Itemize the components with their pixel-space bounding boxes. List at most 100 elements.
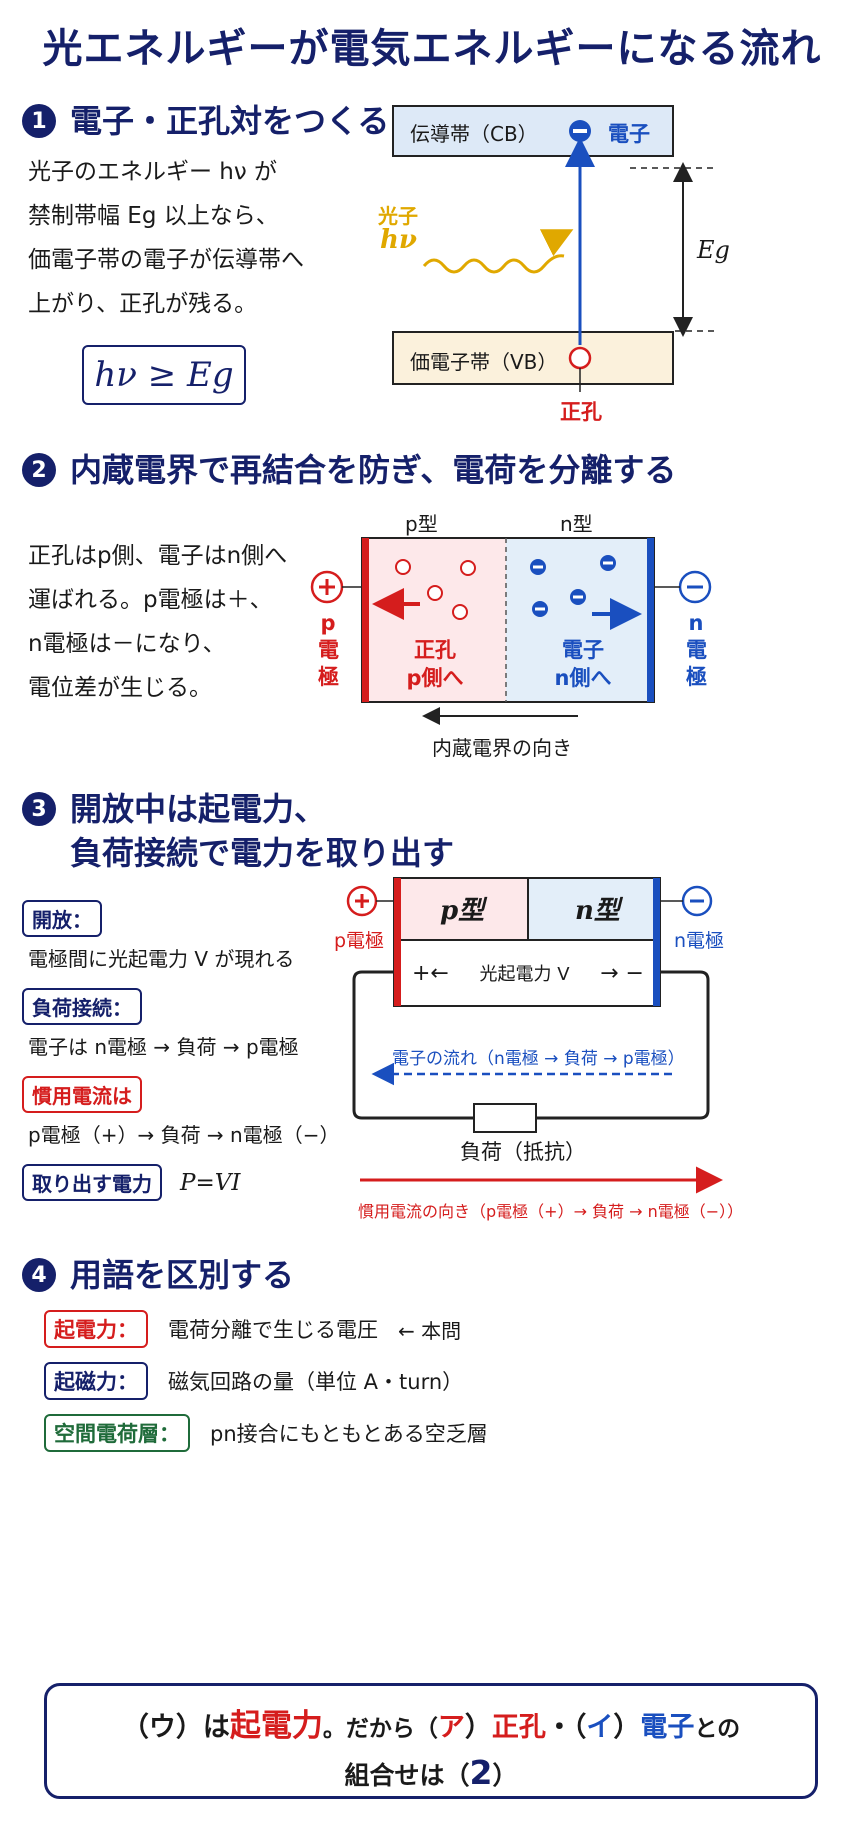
conventional-current-text: p電極（+）→ 負荷 → n電極（−） — [28, 1123, 340, 1147]
open-circuit-tag: 開放： — [22, 900, 102, 937]
photon-wave — [422, 254, 565, 274]
load-connection-text: 電子は n電極 → 負荷 → p電極 — [28, 1035, 299, 1059]
p-electrode-strip — [362, 538, 369, 702]
conclusion-text: （ウ）は — [121, 1712, 230, 1743]
power-formula: P=VI — [180, 1169, 241, 1196]
term-mmf-text: 磁気回路の量（単位 A・turn） — [168, 1370, 464, 1394]
term-space-charge-tag: 空間電荷層： — [44, 1414, 190, 1452]
section-1-line-4: 上がり、正孔が残る。 — [28, 291, 258, 317]
conclusion-box: （ウ）は起電力。だから（ア）正孔・（イ）電子との 組合せは（2） — [44, 1683, 818, 1799]
conclusion-text: 。だから（ — [322, 1716, 438, 1742]
p-side-caption-1: 正孔 — [414, 638, 456, 662]
hole — [460, 560, 476, 576]
conclusion-answer: 2 — [469, 1753, 493, 1792]
section-1-title: 電子・正孔対をつくる — [70, 102, 390, 140]
load-resistor — [473, 1103, 537, 1133]
section-1-line-1: 光子のエネルギー hν が — [28, 159, 278, 185]
hole-icon — [568, 346, 592, 370]
conclusion-emf: 起電力 — [229, 1708, 323, 1744]
conclusion-electron: 電子 — [640, 1712, 695, 1743]
bandgap-label: Eg — [697, 236, 730, 264]
electron — [532, 601, 548, 617]
section-2-number: 2 — [22, 453, 56, 487]
valence-band-label: 価電子帯（VB） — [410, 350, 558, 374]
p-electrode-label: p 電 極 — [318, 610, 339, 691]
section-1-header: 1 電子・正孔対をつくる — [22, 98, 389, 144]
p-electrode-char: p — [320, 611, 336, 635]
conclusion-text: ） — [613, 1712, 641, 1743]
conduction-band-label: 伝導帯（CB） — [410, 122, 538, 146]
section-3-header: 3 開放中は起電力、 — [22, 786, 326, 832]
hole — [452, 604, 468, 620]
n-electrode-char: 電 — [686, 638, 707, 662]
term-row-emf: 起電力： 電荷分離で生じる電圧 ← 本問 — [44, 1310, 764, 1348]
circuit-n-electrode-label: n電極 — [674, 930, 725, 952]
n-electrode-char: 極 — [686, 665, 707, 689]
terms-list: 起電力： 電荷分離で生じる電圧 ← 本問 起磁力： 磁気回路の量（単位 A・tu… — [44, 1310, 764, 1452]
open-circuit-text: 電極間に光起電力 V が現れる — [28, 947, 295, 971]
conclusion-line-2: 組合せは（2） — [47, 1753, 815, 1792]
p-side-caption-2: p側へ — [406, 666, 464, 690]
conclusion-choice-i: イ — [586, 1712, 614, 1743]
term-emf-text: 電荷分離で生じる電圧 — [168, 1318, 378, 1342]
section-3-number: 3 — [22, 792, 56, 826]
conclusion-text: 組合せは（ — [344, 1761, 470, 1790]
load-label: 負荷（抵抗） — [460, 1140, 586, 1164]
n-electrode-strip — [647, 538, 654, 702]
term-row-space-charge: 空間電荷層： pn接合にもともとある空乏層 — [44, 1414, 764, 1452]
n-electrode-char: n — [688, 611, 704, 635]
section-3-list: 開放： 電極間に光起電力 V が現れる 負荷接続： 電子は n電極 → 負荷 →… — [22, 900, 342, 1201]
section-2-line-1: 正孔はp側、電子はn側へ — [28, 543, 288, 569]
conclusion-hole: 正孔 — [491, 1712, 546, 1743]
circuit-n-region — [528, 878, 660, 940]
pn-p-type-label: p型 — [405, 512, 438, 536]
section-2-description: 正孔はp側、電子はn側へ 運ばれる。p電極は＋、 n電極は－になり、 電位差が生… — [28, 534, 318, 710]
n-side-caption-2: n側へ — [554, 666, 612, 690]
section-4-number: 4 — [22, 1258, 56, 1292]
built-in-field-label: 内蔵電界の向き — [432, 736, 572, 760]
emf-row: +← 光起電力 V → − — [412, 960, 644, 986]
power-tag: 取り出す電力 — [22, 1164, 162, 1201]
load-connection-tag: 負荷接続： — [22, 988, 142, 1025]
n-side-caption-1: 電子 — [562, 638, 604, 662]
term-mmf-tag: 起磁力： — [44, 1362, 148, 1400]
electron — [530, 559, 546, 575]
p-side-caption: 正孔 p側へ — [392, 636, 478, 692]
section-2-line-3: n電極は－になり、 — [28, 631, 226, 657]
hole — [395, 559, 411, 575]
section-2-line-2: 運ばれる。p電極は＋、 — [28, 587, 273, 613]
wire-left — [352, 970, 474, 1120]
section-1-description: 光子のエネルギー hν が 禁制帯幅 Eg 以上なら、 価電子帯の電子が伝導帯へ… — [28, 150, 368, 326]
term-emf-note: ← 本問 — [398, 1318, 462, 1343]
photon-label: 光子 — [378, 204, 418, 228]
section-4-title: 用語を区別する — [70, 1256, 295, 1294]
section-2-header: 2 内蔵電界で再結合を防ぎ、電荷を分離する — [22, 447, 676, 493]
section-2-title: 内蔵電界で再結合を防ぎ、電荷を分離する — [70, 451, 677, 489]
circuit-p-electrode-label: p電極 — [334, 930, 385, 952]
electron-flow-label: 電子の流れ（n電極 → 負荷 → p電極） — [392, 1049, 685, 1069]
conclusion-line-1: （ウ）は起電力。だから（ア）正孔・（イ）電子との — [47, 1700, 815, 1745]
p-electrode-char: 極 — [318, 665, 339, 689]
conclusion-choice-a: ア — [437, 1712, 465, 1743]
section-4-header: 4 用語を区別する — [22, 1252, 294, 1298]
circuit-p-region — [394, 878, 528, 940]
conventional-current-tag: 慣用電流は — [22, 1076, 142, 1113]
pn-n-type-label: n型 — [560, 512, 593, 536]
electron — [600, 555, 616, 571]
circuit-n-type-label: n型 — [575, 896, 620, 926]
band-diagram-graphics — [422, 120, 715, 392]
circuit-p-type-label: p型 — [440, 896, 485, 926]
conduction-band — [392, 105, 674, 157]
conclusion-text: ） — [492, 1761, 518, 1790]
conclusion-text: との — [694, 1716, 741, 1742]
emf-minus: → − — [600, 960, 644, 986]
electron — [570, 589, 586, 605]
n-side-caption: 電子 n側へ — [540, 636, 626, 692]
circuit-n-electrode-strip — [653, 878, 660, 1006]
term-row-mmf: 起磁力： 磁気回路の量（単位 A・turn） — [44, 1362, 764, 1400]
term-emf-tag: 起電力： — [44, 1310, 148, 1348]
hole — [427, 585, 443, 601]
p-electrode-char: 電 — [318, 638, 339, 662]
conventional-current-label: 慣用電流の向き（p電極（+）→ 負荷 → n電極（−）） — [358, 1202, 744, 1221]
page-title: 光エネルギーが電気エネルギーになる流れ — [42, 26, 822, 72]
